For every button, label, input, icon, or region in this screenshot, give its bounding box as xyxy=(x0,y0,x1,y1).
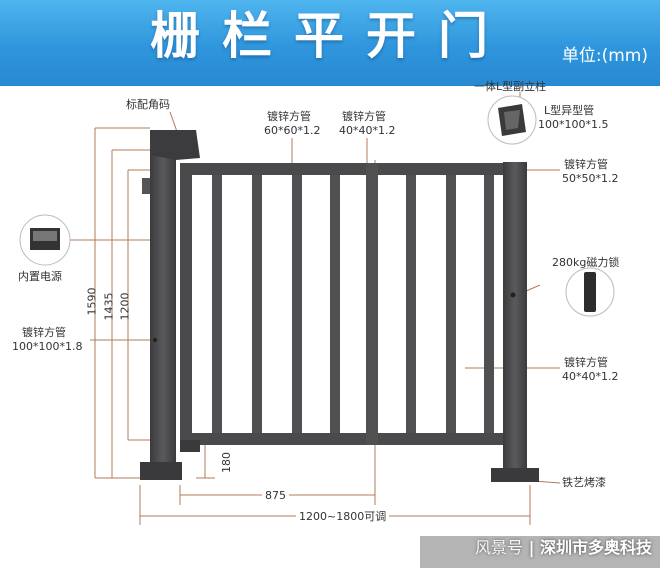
right-post xyxy=(503,162,527,472)
gate-bars xyxy=(212,163,494,445)
main-post xyxy=(150,130,176,470)
label-right-top-spec: 50*50*1.2 xyxy=(562,172,619,185)
gate-stile-left xyxy=(180,163,192,445)
hinge-bottom xyxy=(180,440,200,452)
label-post-name: 镀锌方管 xyxy=(22,326,66,339)
label-corner-code: 标配角码 xyxy=(126,98,170,111)
post-point xyxy=(153,338,157,342)
label-right-bar-name: 镀锌方管 xyxy=(564,356,608,369)
title-banner xyxy=(0,0,660,86)
power-supply-image xyxy=(19,214,71,266)
watermark-bg xyxy=(420,536,660,568)
dim-height-1590: 1590 xyxy=(85,287,99,316)
hinge-top xyxy=(142,178,150,194)
label-l-profile-name: L型异型管 xyxy=(544,104,595,117)
label-lock: 280kg磁力锁 xyxy=(552,256,620,269)
magnetic-lock-image xyxy=(565,267,615,317)
dim-gap-180: 180 xyxy=(220,452,233,473)
label-mid-spec: 40*40*1.2 xyxy=(339,124,396,137)
watermark-company: 深圳市多奥科技 xyxy=(539,538,652,557)
dim-height-1200: 1200 xyxy=(118,292,132,321)
label-power-supply: 内置电源 xyxy=(18,270,62,283)
label-right-top-name: 镀锌方管 xyxy=(564,158,608,171)
main-post-base xyxy=(140,462,182,480)
unit-label: 单位:(mm) xyxy=(561,46,648,66)
label-mid-name: 镀锌方管 xyxy=(342,110,386,123)
dim-total-width: 1200~1800可调 xyxy=(296,510,390,523)
label-l-post: 一体L型副立柱 xyxy=(474,80,547,93)
right-post-base xyxy=(491,468,539,482)
dim-height-1435: 1435 xyxy=(102,292,116,321)
watermark-platform: 风景号 xyxy=(474,538,523,557)
label-top-rail-spec: 60*60*1.2 xyxy=(264,124,321,137)
dim-gate-width: 875 xyxy=(262,489,289,502)
l-profile-image xyxy=(487,95,537,145)
bottom-rail xyxy=(180,433,503,445)
label-top-rail-name: 镀锌方管 xyxy=(267,110,311,123)
page-title: 栅栏平开门 xyxy=(150,7,510,65)
lock-point xyxy=(510,292,516,298)
label-l-profile-spec: 100*100*1.5 xyxy=(538,118,609,131)
watermark: 风景号 | 深圳市多奥科技 xyxy=(474,538,652,557)
label-post-spec: 100*100*1.8 xyxy=(12,340,83,353)
label-finish: 铁艺烤漆 xyxy=(562,476,606,489)
label-right-bar-spec: 40*40*1.2 xyxy=(562,370,619,383)
top-rail xyxy=(180,163,503,175)
corner-code-block xyxy=(150,130,200,160)
